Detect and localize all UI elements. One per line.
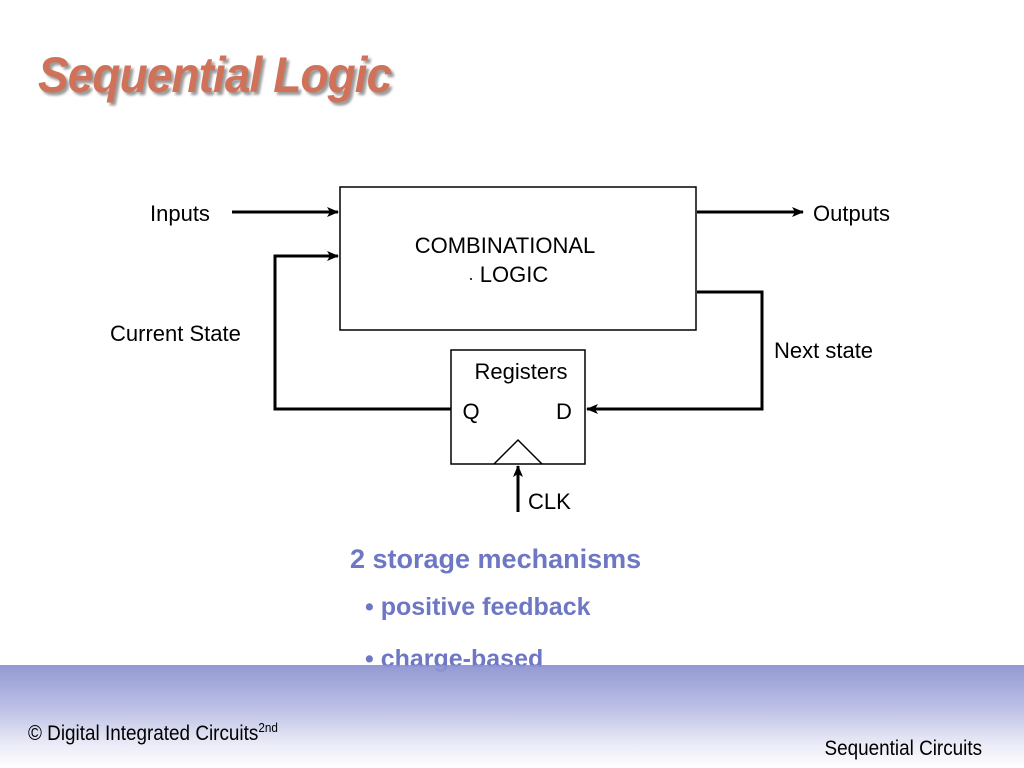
inputs-label: Inputs <box>150 201 210 226</box>
current-state-path <box>273 251 451 411</box>
clk-label: CLK <box>528 489 571 514</box>
block-label-line2: LOGIC <box>480 262 549 287</box>
clock-input-triangle <box>493 438 543 465</box>
registers-block <box>450 349 586 465</box>
slide-title: Sequential Logic <box>38 47 392 103</box>
footer-left-text: © Digital Integrated Circuits <box>28 722 259 745</box>
stray-dot <box>470 278 472 280</box>
footer-section-title: Sequential Circuits <box>824 737 982 760</box>
combinational-logic-block <box>339 186 697 331</box>
block-label-line1: COMBINATIONAL <box>415 233 596 258</box>
d-port-label: D <box>556 399 572 424</box>
footer-band <box>0 665 1024 768</box>
footer-copyright: © Digital Integrated Circuits2nd <box>28 720 278 746</box>
next-state-path <box>586 290 764 414</box>
current-state-label: Current State <box>110 321 241 346</box>
next-state-label: Next state <box>774 338 873 363</box>
q-port-label: Q <box>462 399 479 424</box>
footer-edition-superscript: 2nd <box>258 720 278 735</box>
outputs-label: Outputs <box>813 201 890 226</box>
registers-label: Registers <box>475 359 568 384</box>
